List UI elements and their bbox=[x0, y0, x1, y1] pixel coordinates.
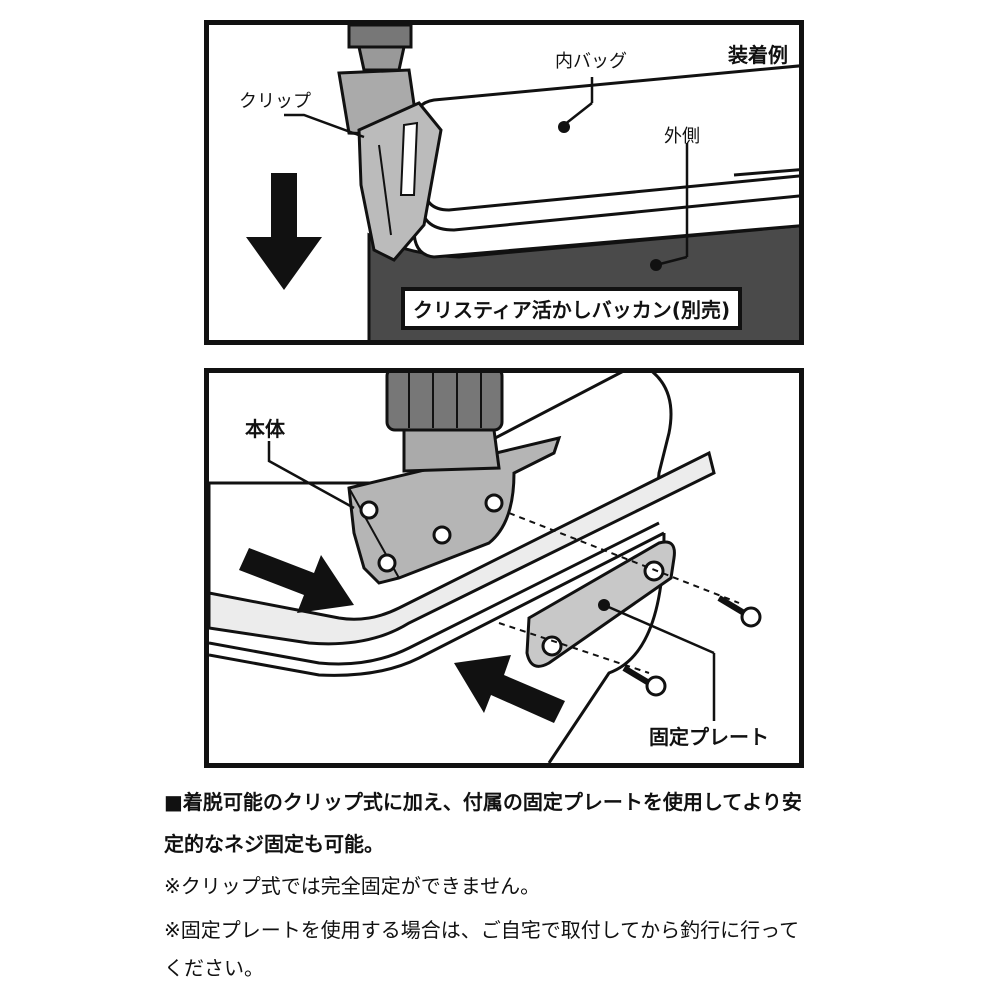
mount-knob bbox=[385, 373, 504, 473]
plate-label: 固定プレート bbox=[649, 725, 769, 749]
note-line-4: ※固定プレートを使用する場合は、ご自宅で取付してから釣行に行って bbox=[164, 918, 800, 942]
clip-body bbox=[337, 68, 443, 262]
right-arrow-icon bbox=[239, 548, 354, 613]
note-line-5: ください。 bbox=[164, 956, 264, 980]
outside-label: 外側 bbox=[664, 126, 700, 147]
clip-label: クリップ bbox=[239, 91, 311, 112]
mount-body bbox=[347, 435, 562, 585]
inner-bag-label: 内バッグ bbox=[555, 51, 627, 72]
clip-knob bbox=[347, 25, 413, 72]
down-arrow-icon bbox=[246, 173, 322, 290]
plate-mount-illustration bbox=[209, 373, 762, 763]
screw-icon bbox=[717, 595, 762, 628]
note-line-1: ■着脱可能のクリップ式に加え、付属の固定プレートを使用してより安 bbox=[164, 790, 802, 814]
note-line-2: 定的なネジ固定も可能。 bbox=[164, 832, 384, 856]
plate-mount-illustration-panel: 本体 固定プレート bbox=[204, 368, 804, 768]
example-label: 装着例 bbox=[728, 43, 788, 67]
left-arrow-icon bbox=[454, 655, 565, 723]
body-label: 本体 bbox=[245, 417, 285, 441]
note-line-3: ※クリップ式では完全固定ができません。 bbox=[164, 874, 541, 898]
product-label: クリスティア活かしバッカン(別売) bbox=[401, 287, 743, 330]
screw-icon bbox=[622, 665, 667, 697]
clip-mount-illustration-panel: 装着例 内バッグ 外側 クリップ クリスティア活かしバッカン(別売) bbox=[204, 20, 804, 345]
